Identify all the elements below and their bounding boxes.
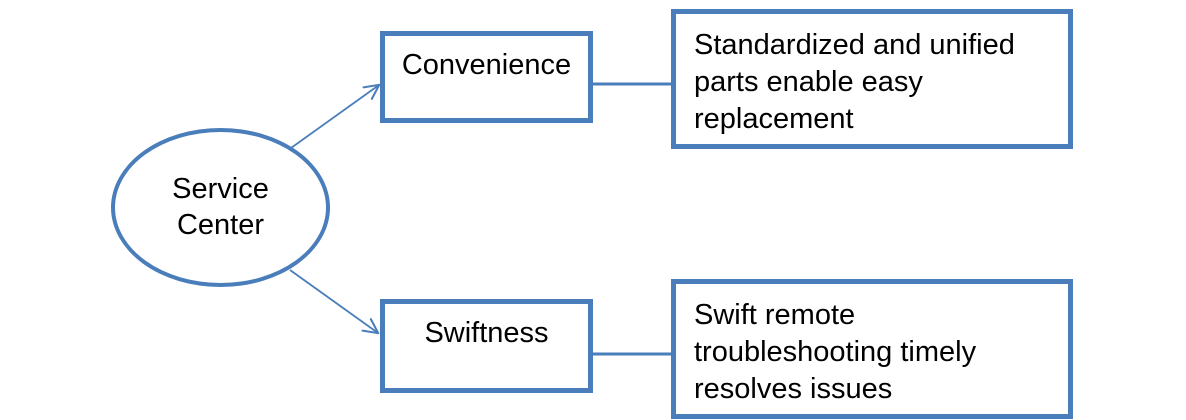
connector-root-to-convenience — [290, 85, 379, 149]
node-swiftness-description[interactable]: Swift remote troubleshooting timely reso… — [671, 279, 1073, 419]
connector-root-to-swiftness — [289, 269, 378, 333]
node-convenience-description-text: Standardized and unified parts enable ea… — [694, 29, 1015, 135]
node-service-center-text: Service Center — [172, 172, 269, 243]
node-swiftness-description-text: Swift remote troubleshooting timely reso… — [694, 299, 977, 405]
node-service-center[interactable]: Service Center — [111, 128, 330, 287]
node-service-center-label-line2: Center — [176, 208, 265, 241]
node-convenience[interactable]: Convenience — [380, 31, 593, 123]
node-convenience-label: Convenience — [401, 49, 572, 81]
node-convenience-description[interactable]: Standardized and unified parts enable ea… — [671, 9, 1073, 149]
node-swiftness-label: Swiftness — [424, 317, 549, 349]
node-service-center-label-line1: Service — [172, 173, 269, 206]
node-swiftness[interactable]: Swiftness — [380, 299, 593, 393]
